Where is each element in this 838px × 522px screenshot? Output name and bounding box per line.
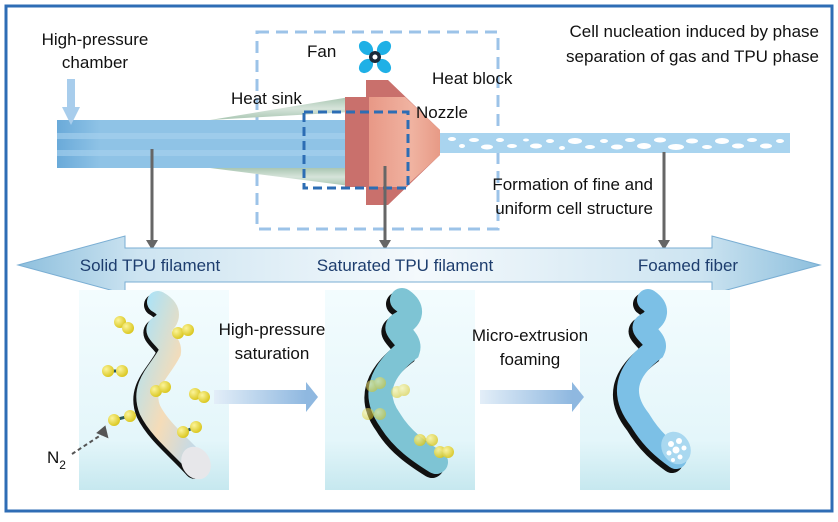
foam-cell [776, 139, 784, 143]
fan-label: Fan [307, 42, 336, 61]
foam-cell [568, 138, 582, 144]
foam-cell [585, 145, 595, 149]
band-label-solid: Solid TPU filament [80, 256, 221, 275]
process-band-arrow [16, 235, 822, 295]
formation-label-1: Formation of fine and [492, 175, 653, 194]
foam-cell [600, 139, 608, 143]
foam-cell [747, 138, 757, 142]
foam-cell [469, 138, 479, 142]
solid-filament-bar [57, 120, 347, 168]
frame-border-upper [4, 4, 834, 219]
step-arrow-foaming [480, 382, 584, 412]
heat-sink-label: Heat sink [231, 89, 302, 108]
foam-cell [625, 138, 635, 142]
foam-cell [459, 144, 465, 148]
foam-cell [668, 144, 684, 150]
frame-border-lower [4, 219, 834, 513]
n2-molecule [150, 381, 171, 397]
nozzle-label: Nozzle [416, 103, 468, 122]
n2-label: N2 [47, 448, 66, 472]
n2-molecule [172, 324, 194, 339]
n2-molecule [108, 410, 136, 426]
solid-filament-illustration [133, 291, 211, 480]
n2-molecule [391, 384, 410, 398]
foam-cell [637, 143, 651, 149]
step1-label-1: High-pressure [219, 320, 326, 339]
foam-cell [530, 143, 542, 149]
n2-molecule [414, 434, 438, 446]
foam-cell [507, 144, 517, 148]
nozzle [369, 97, 440, 187]
chamber-label-2: chamber [62, 53, 128, 72]
step2-label-2: foaming [500, 350, 560, 369]
formation-label-2: uniform cell structure [495, 199, 653, 218]
foam-cell [715, 138, 729, 144]
n2-pointer-arrow [71, 432, 105, 455]
n2-molecule [114, 316, 134, 334]
foam-cell [686, 138, 698, 144]
nucleation-label-2: separation of gas and TPU phase [566, 47, 819, 66]
heat-zone-dashed-box [255, 30, 500, 231]
foam-cell [481, 144, 493, 150]
nucleation-label-1: Cell nucleation induced by phase [569, 22, 819, 41]
n2-molecules [102, 316, 454, 458]
foam-cell [448, 137, 456, 141]
foamed-fiber-illustration [612, 289, 691, 473]
down-arrow-icon [62, 79, 80, 125]
n2-molecule [362, 408, 386, 420]
foam-cell [732, 143, 744, 149]
heat-sink-top [210, 97, 350, 120]
step-arrow-saturation [214, 382, 318, 412]
foam-cell [611, 144, 623, 150]
foamed-fiber-bar [440, 133, 790, 153]
step1-label-2: saturation [235, 344, 310, 363]
foam-cell [559, 146, 565, 150]
saturated-filament-illustration [364, 288, 448, 478]
foam-cells [448, 137, 784, 150]
foam-cell [496, 138, 504, 142]
foam-cell [546, 139, 554, 143]
heat-sink-bottom [210, 168, 350, 186]
heat-block-label: Heat block [432, 69, 513, 88]
foam-cell [702, 145, 712, 149]
band-label-foamed: Foamed fiber [638, 256, 738, 275]
n2-molecule [434, 446, 454, 458]
step2-label-1: Micro-extrusion [472, 326, 588, 345]
fan-icon [358, 40, 392, 74]
n2-molecule [189, 388, 210, 403]
foam-cell [523, 138, 529, 142]
nozzle-detail-dashed-box [302, 110, 410, 190]
n2-molecule [177, 421, 202, 438]
foam-cell [760, 143, 772, 149]
chamber-label-1: High-pressure [42, 30, 149, 49]
band-label-saturated: Saturated TPU filament [317, 256, 494, 275]
n2-molecule [366, 377, 386, 392]
foam-cell [654, 137, 666, 143]
n2-molecule [102, 365, 128, 377]
